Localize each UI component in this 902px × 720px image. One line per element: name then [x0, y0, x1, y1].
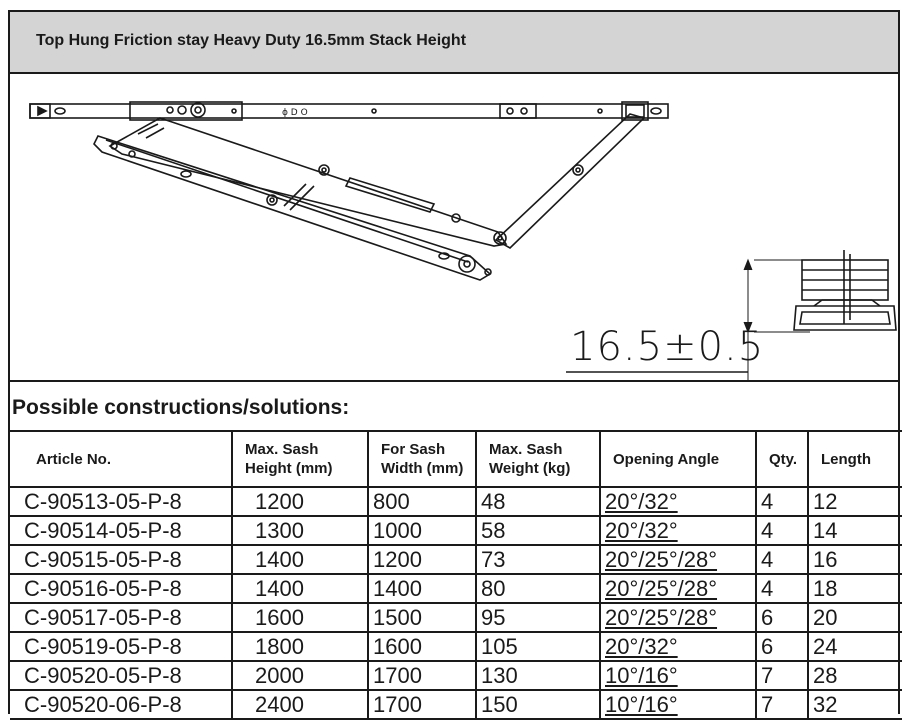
- header-qty: Qty.: [755, 430, 809, 488]
- table-row: C-90514-05-P-8 1300 1000 58 20°/32° 4 14: [10, 515, 902, 546]
- cell-opening-angle: 20°/32°: [599, 486, 757, 517]
- cell-article-no: C-90520-06-P-8: [10, 689, 233, 720]
- cell-opening-angle: 20°/25°/28°: [599, 544, 757, 575]
- cell-max-weight: 48: [475, 486, 601, 517]
- cell-article-no: C-90513-05-P-8: [10, 486, 233, 517]
- cell-max-height: 1400: [231, 544, 369, 575]
- table-row: C-90516-05-P-8 1400 1400 80 20°/25°/28° …: [10, 573, 902, 604]
- cell-max-weight: 58: [475, 515, 601, 546]
- cell-opening-angle: 10°/16°: [599, 689, 757, 720]
- cell-article-no: C-90514-05-P-8: [10, 515, 233, 546]
- cell-max-weight: 80: [475, 573, 601, 604]
- title-bar: Top Hung Friction stay Heavy Duty 16.5mm…: [10, 12, 898, 74]
- cell-max-weight: 105: [475, 631, 601, 662]
- friction-stay-diagram: ϕ D O: [29, 101, 897, 380]
- cell-length: 28: [807, 660, 902, 691]
- cell-length: 14: [807, 515, 902, 546]
- cell-opening-angle: 20°/32°: [599, 515, 757, 546]
- support-arm: [494, 113, 646, 249]
- svg-text:ϕ D O: ϕ D O: [282, 108, 308, 118]
- cell-opening-angle: 10°/16°: [599, 660, 757, 691]
- header-max-sash-height: Max. Sash Height (mm): [231, 430, 369, 488]
- cell-max-height: 1200: [231, 486, 369, 517]
- table-row: C-90519-05-P-8 1800 1600 105 20°/32° 6 2…: [10, 631, 902, 662]
- cell-qty: 4: [755, 544, 809, 575]
- header-length: Length: [807, 430, 902, 488]
- cell-sash-width: 1000: [367, 515, 477, 546]
- cell-article-no: C-90515-05-P-8: [10, 544, 233, 575]
- cell-opening-angle: 20°/25°/28°: [599, 602, 757, 633]
- cell-sash-width: 800: [367, 486, 477, 517]
- cell-sash-width: 1700: [367, 689, 477, 720]
- cell-opening-angle: 20°/32°: [599, 631, 757, 662]
- cell-opening-angle: 20°/25°/28°: [599, 573, 757, 604]
- cell-qty: 6: [755, 631, 809, 662]
- cell-max-height: 1600: [231, 602, 369, 633]
- header-article-no: Article No.: [10, 430, 233, 488]
- slotted-arm: [108, 117, 508, 247]
- cell-qty: 4: [755, 573, 809, 604]
- table-row: C-90520-06-P-8 2400 1700 150 10°/16° 7 3…: [10, 689, 902, 720]
- header-opening-angle: Opening Angle: [599, 430, 757, 488]
- header-sash-width: For Sash Width (mm): [367, 430, 477, 488]
- cell-sash-width: 1700: [367, 660, 477, 691]
- cell-length: 12: [807, 486, 902, 517]
- cell-length: 18: [807, 573, 902, 604]
- section-heading: Possible constructions/solutions:: [12, 396, 350, 419]
- table-row: C-90517-05-P-8 1600 1500 95 20°/25°/28° …: [10, 602, 902, 633]
- document-frame: Top Hung Friction stay Heavy Duty 16.5mm…: [8, 10, 902, 720]
- cell-qty: 4: [755, 486, 809, 517]
- cell-article-no: C-90516-05-P-8: [10, 573, 233, 604]
- cell-sash-width: 1200: [367, 544, 477, 575]
- specifications-table: Article No. Max. Sash Height (mm) For Sa…: [10, 430, 902, 720]
- cell-sash-width: 1600: [367, 631, 477, 662]
- cell-length: 32: [807, 689, 902, 720]
- cell-article-no: C-90517-05-P-8: [10, 602, 233, 633]
- cell-length: 16: [807, 544, 902, 575]
- header-max-sash-weight: Max. Sash Weight (kg): [475, 430, 601, 488]
- cell-length: 20: [807, 602, 902, 633]
- table-row: C-90515-05-P-8 1400 1200 73 20°/25°/28° …: [10, 544, 902, 575]
- top-track: [29, 103, 669, 119]
- cell-max-height: 1300: [231, 515, 369, 546]
- cell-sash-width: 1500: [367, 602, 477, 633]
- cell-max-height: 2400: [231, 689, 369, 720]
- cell-max-weight: 130: [475, 660, 601, 691]
- cell-length: 24: [807, 631, 902, 662]
- document-title: Top Hung Friction stay Heavy Duty 16.5mm…: [36, 32, 467, 49]
- cell-max-weight: 95: [475, 602, 601, 633]
- cell-qty: 7: [755, 689, 809, 720]
- table-header-row: Article No. Max. Sash Height (mm) For Sa…: [10, 430, 902, 488]
- technical-drawing: ϕ D O: [10, 74, 898, 382]
- cell-max-weight: 150: [475, 689, 601, 720]
- cell-max-weight: 73: [475, 544, 601, 575]
- cell-max-height: 2000: [231, 660, 369, 691]
- table-row: C-90520-05-P-8 2000 1700 130 10°/16° 7 2…: [10, 660, 902, 691]
- cell-qty: 6: [755, 602, 809, 633]
- stack-height-dimension: 16.5±0.5: [570, 324, 765, 370]
- cell-sash-width: 1400: [367, 573, 477, 604]
- cell-article-no: C-90519-05-P-8: [10, 631, 233, 662]
- table-row: C-90513-05-P-8 1200 800 48 20°/32° 4 12: [10, 486, 902, 517]
- cell-max-height: 1400: [231, 573, 369, 604]
- cell-qty: 7: [755, 660, 809, 691]
- cell-article-no: C-90520-05-P-8: [10, 660, 233, 691]
- cell-max-height: 1800: [231, 631, 369, 662]
- cell-qty: 4: [755, 515, 809, 546]
- profile-cross-section: [566, 250, 897, 380]
